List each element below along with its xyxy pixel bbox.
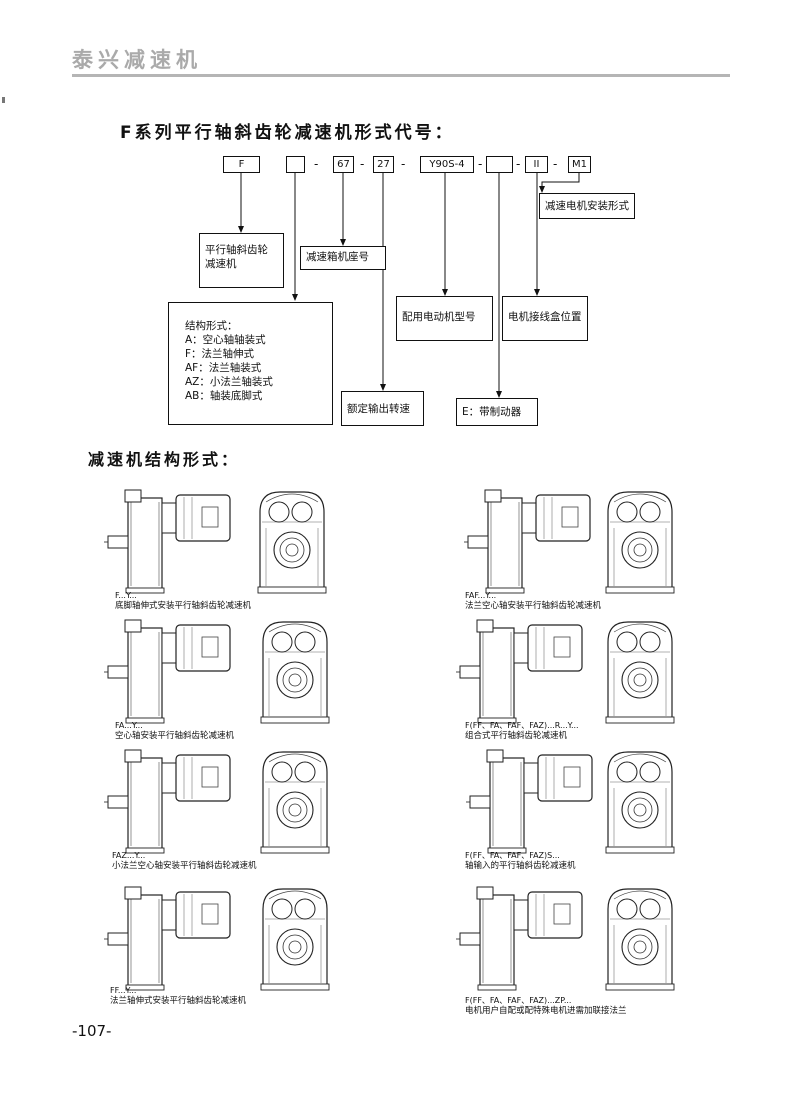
form-code: FF...Y... (110, 986, 137, 995)
code-separator: - (478, 157, 483, 171)
label-rated-speed: 额定输出转速 (341, 391, 424, 426)
reducer-front-view-f (257, 491, 327, 594)
structure-item: AF：法兰轴装式 (185, 362, 262, 374)
page-number: -107- (72, 1022, 112, 1040)
code-separator: - (314, 157, 319, 171)
form-code: FAZ...Y... (112, 851, 146, 860)
form-description: 组合式平行轴斜齿轮减速机 (465, 731, 568, 741)
code-box-structure (286, 156, 305, 173)
form-caption: F(FF、FA、FAF、FAZ)...R...Y... 组合式平行轴斜齿轮减速机 (465, 720, 579, 742)
label-reducer-type: 平行轴斜齿轮 减速机 (199, 233, 284, 288)
structure-item: A：空心轴轴装式 (185, 334, 266, 346)
reducer-front-view-faz (260, 751, 330, 854)
reducer-side-view-ff (103, 886, 231, 991)
form-description: 法兰空心轴安装平行轴斜齿轮减速机 (465, 601, 602, 611)
form-code: F...Y... (115, 591, 137, 600)
code-separator: - (360, 157, 365, 171)
reducer-front-view-zp (605, 888, 675, 991)
form-caption: FAF...Y... 法兰空心轴安装平行轴斜齿轮减速机 (465, 590, 601, 612)
label-brake: E：带制动器 (456, 398, 538, 426)
label-line: 减速机 (205, 258, 237, 270)
label-frame-size: 减速箱机座号 (300, 246, 386, 270)
structure-item: AB：轴装底脚式 (185, 390, 263, 402)
code-separator: - (516, 157, 521, 171)
form-code: F(FF、FA、FAF、FAZ)...R...Y... (465, 721, 579, 730)
connector-lines (238, 173, 580, 398)
header-rule (72, 74, 730, 77)
reducer-front-view-fa (260, 621, 330, 724)
form-caption: FAZ...Y... 小法兰空心轴安装平行轴斜齿轮减速机 (112, 850, 257, 872)
reducer-front-view-combined (605, 621, 675, 724)
form-description: 轴输入的平行轴斜齿轮减速机 (465, 861, 576, 871)
reducer-side-view-zp (455, 886, 583, 991)
margin-mark (2, 97, 5, 103)
code-box-terminal: II (525, 156, 548, 173)
code-box-brake (486, 156, 513, 173)
code-box-series: F (223, 156, 260, 173)
page-title: F系列平行轴斜齿轮减速机形式代号： (120, 123, 455, 143)
form-caption: F(FF、FA、FAF、FAZ)S... 轴输入的平行轴斜齿轮减速机 (465, 850, 576, 872)
form-code: FA...Y... (115, 721, 143, 730)
form-caption: F...Y... 底脚轴伸式安装平行轴斜齿轮减速机 (115, 590, 251, 612)
form-description: 电机用户自配或配特殊电机进需加联接法兰 (465, 1006, 627, 1016)
code-box-mount: M1 (568, 156, 591, 173)
code-box-frame: 67 (333, 156, 354, 173)
form-code: F(FF、FA、FAF、FAZ)S... (465, 851, 560, 860)
form-description: 空心轴安装平行轴斜齿轮减速机 (115, 731, 235, 741)
reducer-side-view-fa (103, 619, 231, 724)
label-line: 平行轴斜齿轮 (205, 244, 268, 256)
brand-title: 泰兴减速机 (72, 48, 202, 72)
label-terminal-position: 电机接线盒位置 (502, 296, 588, 341)
label-mount-form: 减速电机安装形式 (539, 193, 635, 219)
structure-form-box: 结构形式： A：空心轴轴装式 F：法兰轴伸式 AF：法兰轴装式 AZ：小法兰轴装… (168, 302, 333, 425)
reducer-side-view-f (103, 489, 231, 594)
code-separator: - (401, 157, 406, 171)
form-code: FAF...Y... (465, 591, 497, 600)
structure-heading: 结构形式： (185, 320, 238, 332)
form-caption: FA...Y... 空心轴安装平行轴斜齿轮减速机 (115, 720, 234, 742)
form-code: F(FF、FA、FAF、FAZ)...ZP... (465, 996, 572, 1005)
structure-item: F：法兰轴伸式 (185, 348, 255, 360)
structure-item: AZ：小法兰轴装式 (185, 376, 273, 388)
reducer-front-view-ff (260, 888, 330, 991)
label-motor-model: 配用电动机型号 (396, 296, 493, 341)
reducer-side-view-faz (103, 749, 231, 854)
form-caption: F(FF、FA、FAF、FAZ)...ZP... 电机用户自配或配特殊电机进需加… (465, 995, 627, 1017)
section-title: 减速机结构形式： (88, 450, 241, 469)
reducer-front-view-faf (605, 491, 675, 594)
code-box-speed: 27 (373, 156, 394, 173)
reducer-side-view-combined (455, 619, 583, 724)
form-description: 小法兰空心轴安装平行轴斜齿轮减速机 (112, 861, 257, 871)
form-caption: FF...Y... 法兰轴伸式安装平行轴斜齿轮减速机 (110, 985, 246, 1007)
reducer-side-view-shaft-input (465, 749, 593, 854)
code-separator: - (553, 157, 558, 171)
code-box-motor: Y90S-4 (420, 156, 474, 173)
form-description: 底脚轴伸式安装平行轴斜齿轮减速机 (115, 601, 252, 611)
form-description: 法兰轴伸式安装平行轴斜齿轮减速机 (110, 996, 247, 1006)
reducer-side-view-faf (463, 489, 591, 594)
reducer-front-view-shaft-input (605, 751, 675, 854)
